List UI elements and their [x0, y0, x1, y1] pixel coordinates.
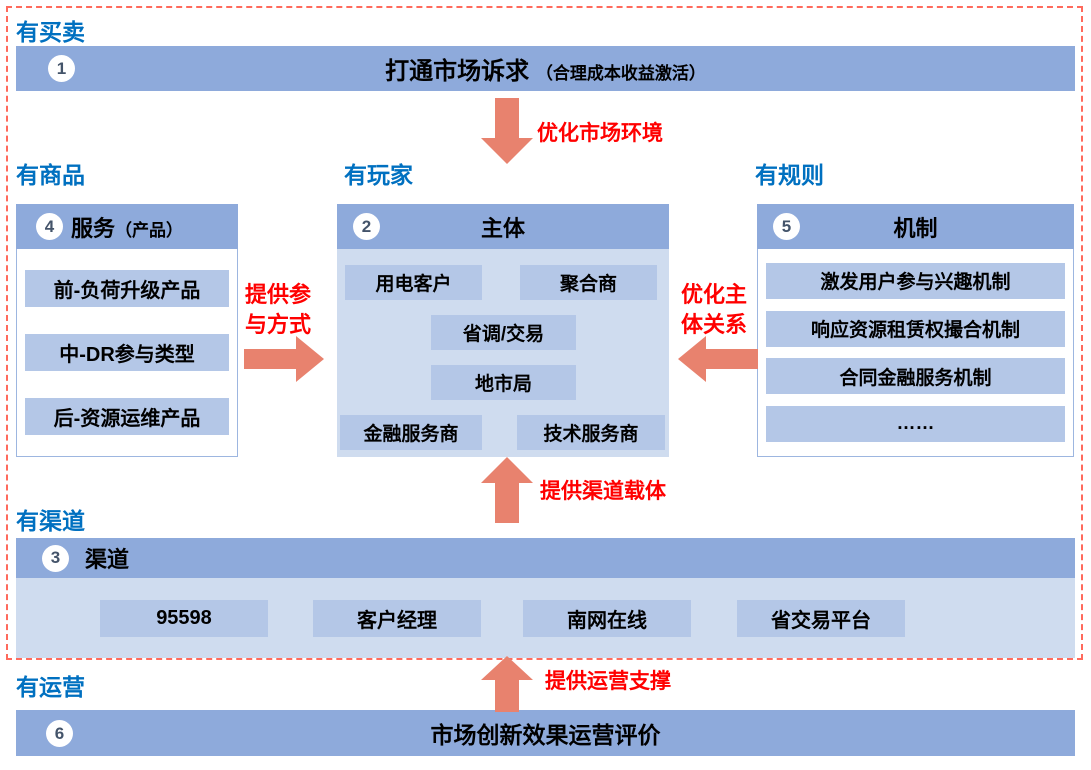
arrow-label-subject-relation-line2: 体关系 — [681, 311, 748, 337]
mechanism-item: 激发用户参与兴趣机制 — [766, 262, 1065, 299]
section-label-goods: 有商品 — [16, 162, 85, 188]
section-label-rules: 有规则 — [755, 162, 824, 188]
service-item: 中-DR参与类型 — [25, 333, 229, 371]
subject-item: 金融服务商 — [340, 415, 482, 450]
service-box-body: 前-负荷升级产品 中-DR参与类型 后-资源运维产品 — [16, 249, 238, 457]
channel-item: 95598 — [100, 600, 268, 637]
bottom-banner: 6 市场创新效果运营评价 — [16, 710, 1075, 756]
arrow-right-icon — [244, 336, 324, 382]
mechanism-box-title: 机制 — [893, 215, 938, 241]
arrow-up-operation-icon — [481, 656, 533, 712]
arrow-up-channel-icon — [481, 457, 533, 523]
mechanism-box: 5 机制 激发用户参与兴趣机制 响应资源租赁权撮合机制 合同金融服务机制 …… — [757, 204, 1074, 457]
arrow-label-participation-line1: 提供参 — [245, 282, 312, 307]
channel-box-title: 渠道 — [85, 547, 130, 572]
number-badge-4: 4 — [36, 213, 63, 240]
mechanism-item: …… — [766, 406, 1065, 443]
arrow-label-operation-support: 提供运营支撑 — [545, 670, 671, 693]
mechanism-box-body: 激发用户参与兴趣机制 响应资源租赁权撮合机制 合同金融服务机制 …… — [757, 249, 1074, 457]
channel-box: 3 渠道 95598 客户经理 南网在线 省交易平台 — [16, 538, 1075, 658]
number-badge-5: 5 — [773, 213, 800, 240]
arrow-label-subject-relation-line1: 优化主 — [681, 282, 748, 307]
service-item: 前-负荷升级产品 — [25, 270, 229, 308]
mechanism-item: 响应资源租赁权撮合机制 — [766, 310, 1065, 347]
top-banner: 1 打通市场诉求 （合理成本收益激活） — [16, 46, 1075, 91]
arrow-down-icon — [481, 98, 533, 164]
subject-box: 2 主体 用电客户 聚合商 省调/交易 地市局 金融服务商 技术服务商 — [337, 204, 669, 457]
top-banner-subtitle: （合理成本收益激活） — [535, 64, 706, 83]
top-banner-title: 打通市场诉求 （合理成本收益激活） — [16, 51, 1075, 86]
subject-box-body: 用电客户 聚合商 省调/交易 地市局 金融服务商 技术服务商 — [337, 249, 669, 457]
channel-item: 省交易平台 — [737, 600, 905, 637]
mechanism-box-header: 5 机制 — [757, 204, 1074, 249]
section-label-operations: 有运营 — [16, 674, 85, 700]
arrow-label-participation: 提供参 与方式 — [245, 280, 311, 339]
channel-box-header: 3 渠道 — [16, 538, 1075, 578]
subject-item: 聚合商 — [520, 265, 657, 300]
channel-box-body: 95598 客户经理 南网在线 省交易平台 — [16, 578, 1075, 658]
number-badge-6: 6 — [46, 720, 73, 747]
subject-box-title: 主体 — [480, 215, 525, 241]
arrow-label-market-env: 优化市场环境 — [537, 122, 663, 145]
service-box: 4 服务（产品） 前-负荷升级产品 中-DR参与类型 后-资源运维产品 — [16, 204, 238, 457]
dashed-region-border — [6, 6, 1083, 660]
number-badge-1: 1 — [48, 55, 75, 82]
channel-item: 客户经理 — [313, 600, 481, 637]
arrow-label-channel-carrier: 提供渠道载体 — [540, 480, 666, 503]
bottom-banner-title: 市场创新效果运营评价 — [430, 722, 661, 748]
section-label-channels: 有渠道 — [16, 508, 85, 534]
arrow-left-icon — [678, 336, 758, 382]
subject-item: 省调/交易 — [431, 315, 576, 350]
arrow-label-participation-line2: 与方式 — [245, 311, 312, 337]
number-badge-3: 3 — [42, 544, 69, 572]
channel-item: 南网在线 — [523, 600, 691, 637]
service-box-title: 服务（产品） — [71, 211, 183, 243]
number-badge-2: 2 — [353, 213, 380, 240]
subject-item: 地市局 — [431, 365, 576, 400]
service-box-title-text: 服务 — [70, 215, 115, 241]
section-label-trade: 有买卖 — [16, 19, 85, 45]
subject-item: 技术服务商 — [517, 415, 665, 450]
service-box-title-note: （产品） — [115, 220, 183, 240]
top-banner-title-text: 打通市场诉求 — [385, 58, 530, 85]
service-item: 后-资源运维产品 — [25, 397, 229, 435]
arrow-label-subject-relation: 优化主 体关系 — [681, 280, 747, 339]
subject-box-header: 2 主体 — [337, 204, 669, 249]
service-box-header: 4 服务（产品） — [16, 204, 238, 249]
section-label-players: 有玩家 — [344, 162, 413, 188]
subject-item: 用电客户 — [345, 265, 482, 300]
mechanism-item: 合同金融服务机制 — [766, 358, 1065, 395]
